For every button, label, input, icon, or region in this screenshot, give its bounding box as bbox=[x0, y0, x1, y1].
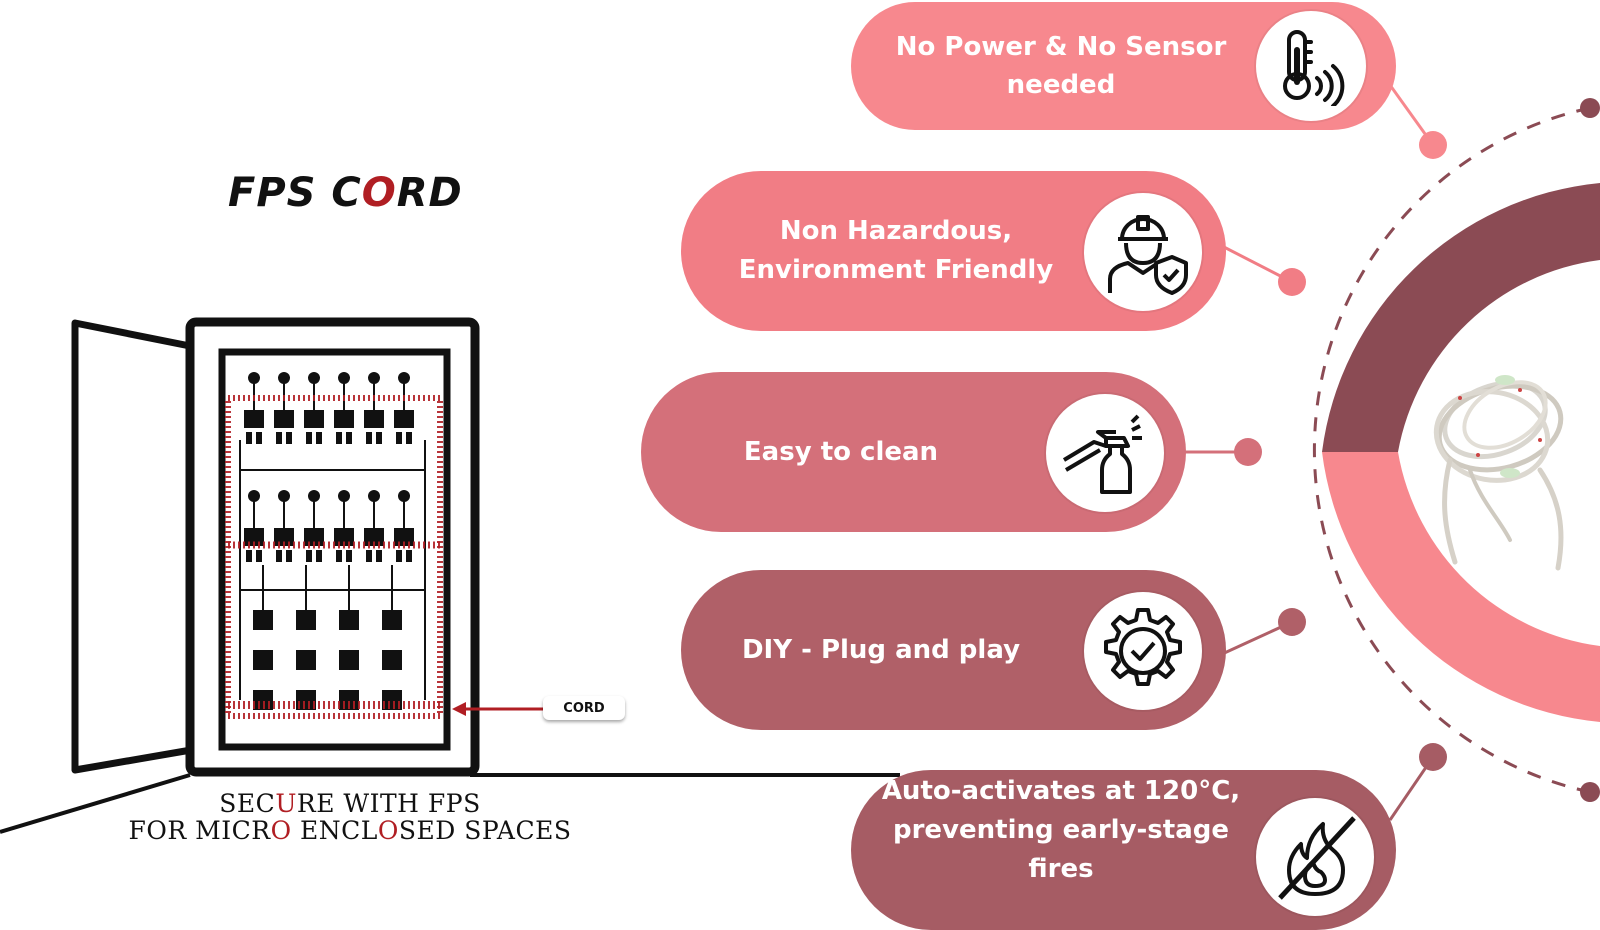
ring-dot-bottom bbox=[1580, 782, 1600, 802]
feature-diy: DIY - Plug and play bbox=[681, 570, 1226, 730]
feature-text-line: fires bbox=[1028, 854, 1094, 884]
worker-shield-icon bbox=[1084, 193, 1202, 311]
feature-text-line: No Power & No Sensor bbox=[895, 32, 1227, 62]
no-fire-icon bbox=[1256, 798, 1374, 916]
feature-text-line: Non Hazardous, bbox=[779, 216, 1013, 246]
connector-dot-1 bbox=[1419, 131, 1447, 159]
cord-label: CORD bbox=[543, 696, 625, 720]
dashed-ring bbox=[1312, 106, 1591, 794]
thermometer-signal-icon bbox=[1256, 11, 1366, 121]
feature-text-line: Easy to clean bbox=[743, 436, 939, 467]
connector-dot-3 bbox=[1234, 438, 1262, 466]
feature-text-line: Environment Friendly bbox=[738, 255, 1054, 285]
background-graphics bbox=[0, 84, 1600, 834]
feature-text-line: preventing early-stage bbox=[892, 815, 1230, 845]
connector-dot-5 bbox=[1419, 743, 1447, 771]
connector-dot-4 bbox=[1278, 608, 1306, 636]
arc-light bbox=[1322, 452, 1600, 722]
ring-dot-top bbox=[1580, 98, 1600, 118]
feature-easy-clean: Easy to clean bbox=[641, 372, 1186, 532]
page-title: FPS CORD bbox=[228, 170, 463, 216]
coiled-cord-image bbox=[1433, 375, 1564, 571]
electrical-enclosure-illustration bbox=[71, 317, 545, 777]
feature-no-power: No Power & No Sensor needed bbox=[851, 2, 1396, 130]
tagline: SECURE WITH FPS FOR MICRO ENCLOSED SPACE… bbox=[100, 790, 600, 844]
connector-dot-2 bbox=[1278, 268, 1306, 296]
feature-non-hazardous: Non Hazardous, Environment Friendly bbox=[681, 171, 1226, 331]
tagline-line-1: SECURE WITH FPS bbox=[219, 789, 481, 818]
spray-bottle-icon bbox=[1046, 394, 1164, 512]
feature-auto-activate: Auto-activates at 120°C, preventing earl… bbox=[851, 770, 1396, 930]
ground-line-left bbox=[0, 773, 191, 834]
feature-text-line: needed bbox=[1006, 70, 1116, 100]
arc-dark bbox=[1322, 183, 1600, 452]
gear-check-icon bbox=[1084, 592, 1202, 710]
feature-text-line: DIY - Plug and play bbox=[741, 634, 1021, 665]
feature-text-line: Auto-activates at 120°C, bbox=[881, 776, 1241, 806]
tagline-line-2: FOR MICRO ENCLOSED SPACES bbox=[128, 816, 572, 845]
